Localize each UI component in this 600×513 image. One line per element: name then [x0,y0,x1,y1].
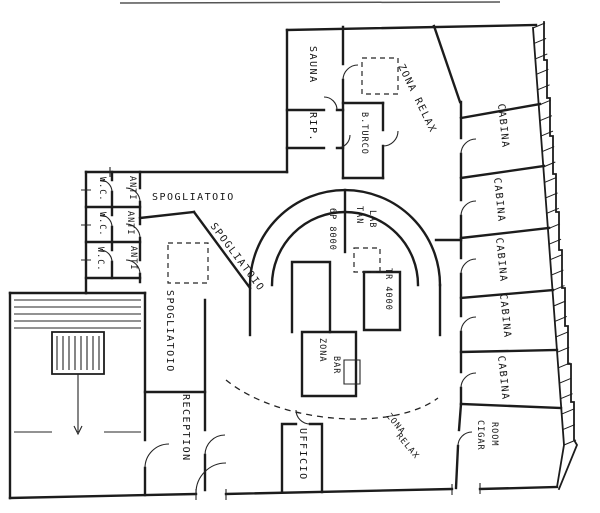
walls-outer [8,23,559,500]
dashed-skylight-left [167,242,209,284]
room-label-zona-relax-bottom-line2: RELAX [394,432,421,462]
room-label-wc-2: W.C. [97,212,107,236]
room-label-spogliatoio-vert: SPOGLIATOIO [164,290,175,373]
dashed-skylight-top [361,57,399,95]
room-label-zona-bar-line2: BAR [331,356,341,374]
dashed-equipment-tanlab [353,247,381,273]
room-label-rip: RIP. [307,112,318,142]
walls-diagonal-hatched [532,21,579,491]
room-label-tr-4000: TR 4000 [383,268,393,311]
room-label-cabina-3: CABINA [493,237,509,283]
room-label-6p-8000: 6P 8000 [327,208,337,251]
room-label-cabina-5: CABINA [495,355,511,401]
dashed-ceiling-curve [225,379,439,420]
walls-inner-rooms [290,260,402,398]
room-label-spogliatoio-diag: SPOGLIATOIO [208,221,267,294]
room-label-zona-bar-line1: ZONA [317,338,327,362]
room-label-wc-3: W.C. [95,247,105,271]
scan-artifact-line [119,1,501,4]
room-label-cigar-line1: CIGAR [475,420,485,451]
room-label-cabina-1: CABINA [495,103,511,149]
room-label-anti-3: ANTI [128,246,138,270]
room-label-lab: LAB [367,210,377,228]
room-label-cabina-4: CABINA [497,293,513,339]
room-label-sauna: SAUNA [307,46,318,84]
room-label-tan: TAN [354,206,364,224]
walls-central-arc [248,188,463,337]
walls-bottom-area [280,422,324,494]
room-label-cabina-2: CABINA [491,177,507,223]
room-label-anti-1: ANTI [127,176,137,200]
room-label-cigar-line2: ROOM [489,422,499,446]
staircase [14,299,141,436]
walls-left-wing [84,170,252,492]
wall-opening-ticks [81,167,481,500]
room-label-wc-1: W.C. [97,177,107,201]
room-label-reception: RECEPTION [180,394,191,462]
room-label-zona-relax-top: ZONA RELAX [395,62,438,134]
walls-cabina-row [454,100,563,490]
room-label-anti-2: ANTI [125,211,135,235]
door-swing-arcs [99,64,477,494]
room-label-spogliatoio-top: SPOGLIATOIO [152,192,235,203]
room-label-ufficio: UFFICIO [297,428,308,481]
wall-hatching [532,22,577,446]
room-label-b-turco: B.TURCO [359,112,369,155]
